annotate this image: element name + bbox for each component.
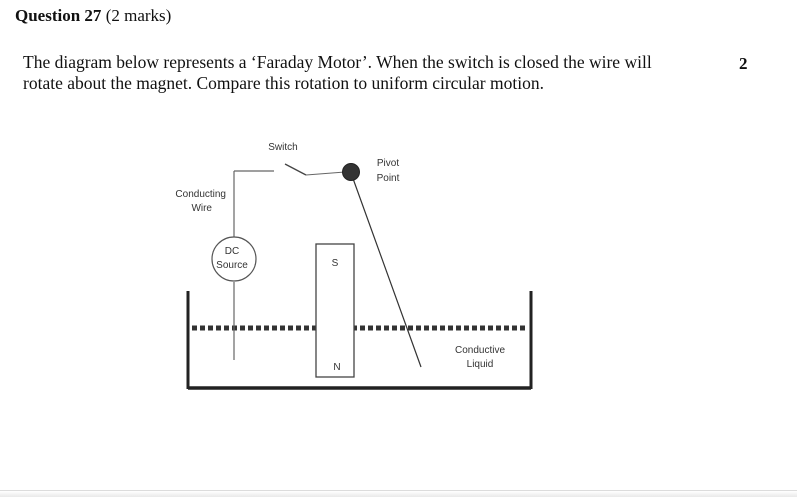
label-liquid-2: Liquid (467, 359, 494, 370)
label-source-1: DC (225, 246, 239, 257)
question-text: The diagram below represents a ‘Faraday … (23, 52, 713, 94)
dc-source (211, 236, 257, 282)
liquid-container (186, 291, 533, 390)
pivot-point (342, 163, 360, 181)
rotating-wire (350, 172, 422, 368)
bar-magnet (315, 243, 355, 378)
label-wire-2: Wire (191, 203, 212, 214)
marks-value: 2 (739, 54, 748, 73)
question-text-line-2: rotate about the magnet. Compare this ro… (23, 73, 544, 93)
label-liquid-1: Conductive (455, 345, 505, 356)
switch-to-pivot-wire (305, 171, 346, 176)
label-switch: Switch (268, 142, 297, 153)
question-header: Question 27 (2 marks) (15, 6, 171, 26)
label-magnet-south: S (332, 258, 339, 269)
label-magnet-north: N (333, 362, 340, 373)
switch-lever (284, 163, 307, 176)
question-marks: (2 marks) (105, 6, 172, 25)
label-wire-1: Conducting (175, 189, 226, 200)
label-pivot-1: Pivot (377, 158, 399, 169)
label-pivot-2: Point (377, 173, 400, 184)
label-source-2: Source (216, 260, 248, 271)
question-number: Question 27 (15, 6, 102, 25)
conducting-wire (233, 170, 274, 360)
question-text-line-1: The diagram below represents a ‘Faraday … (23, 52, 652, 72)
